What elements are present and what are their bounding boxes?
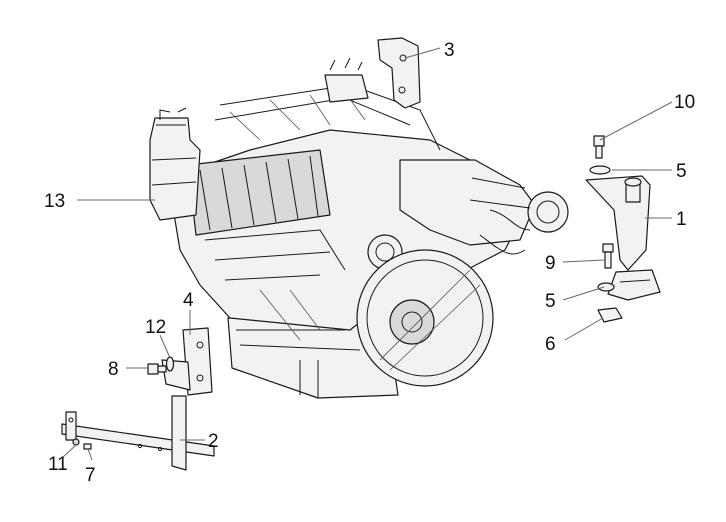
- leader-lines: [61, 47, 673, 461]
- callout-5-upper: 5: [676, 161, 687, 182]
- callout-8: 8: [108, 359, 119, 380]
- callout-10: 10: [674, 92, 695, 113]
- part-6-damper-pad: [597, 307, 623, 323]
- part-11-nut: [72, 438, 80, 446]
- callout-2: 2: [208, 431, 219, 452]
- callout-9: 9: [545, 253, 556, 274]
- part-1-engine-mount-bracket: [585, 175, 661, 301]
- engine-assembly: [149, 57, 569, 399]
- callout-4: 4: [183, 290, 194, 311]
- callout-11: 11: [48, 454, 68, 475]
- part-8-bolt: [147, 363, 167, 375]
- part-10-upper-bolt: [593, 135, 605, 159]
- callout-1: 1: [676, 209, 687, 230]
- part-12-washer: [165, 356, 175, 372]
- callout-13: 13: [44, 191, 65, 212]
- callout-3: 3: [444, 40, 455, 61]
- part-5-washers: [589, 165, 615, 292]
- part-2-support-bar: [61, 395, 215, 471]
- callout-5-lower: 5: [545, 291, 556, 312]
- part-7-small-bolt: [83, 443, 92, 450]
- part-9-lower-bolt: [602, 243, 614, 269]
- callout-6: 6: [545, 334, 556, 355]
- callout-12: 12: [145, 317, 166, 338]
- callout-labels: 3 10 5 1 13 9 5 6 4 12 8 2 11 7: [44, 40, 695, 486]
- callout-7: 7: [85, 465, 96, 486]
- part-3-upper-bracket: [377, 37, 421, 109]
